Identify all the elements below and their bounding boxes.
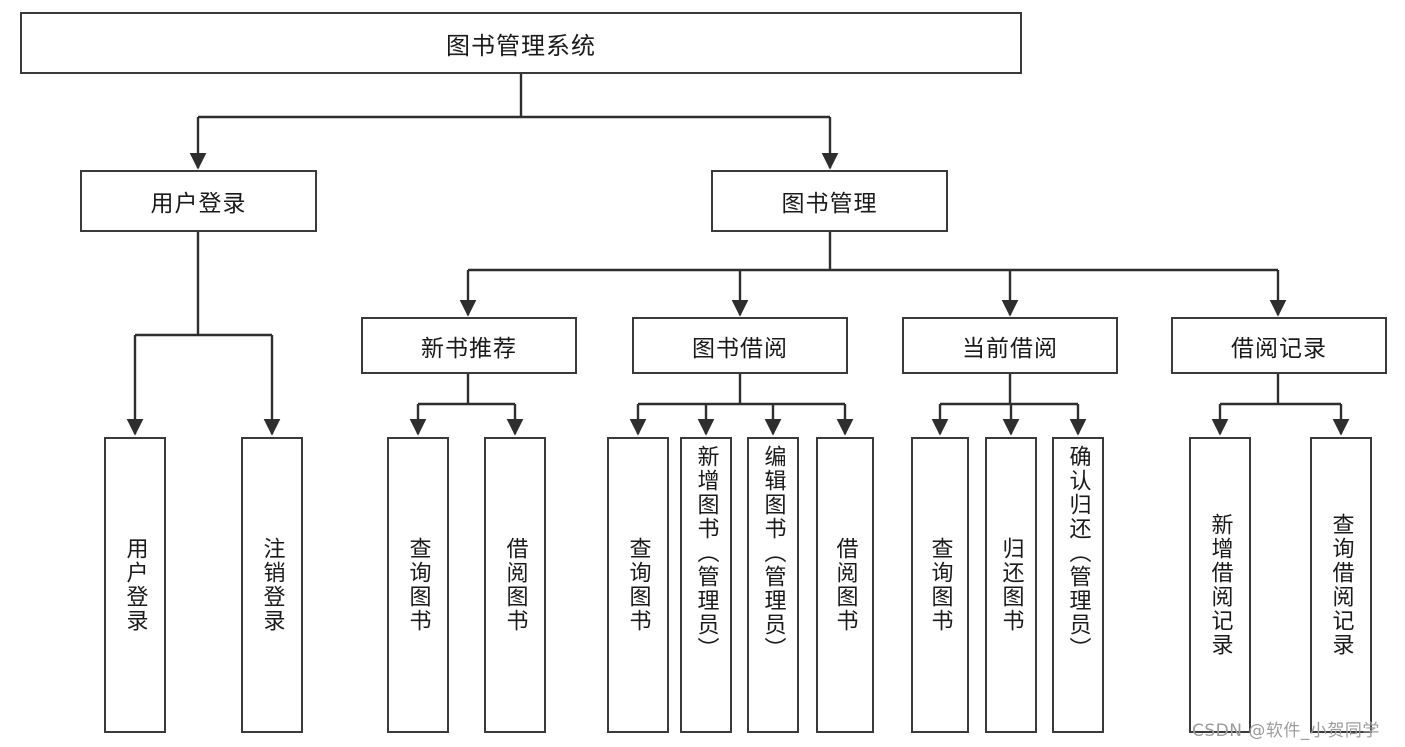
- node-book-management-label: 图书管理: [781, 191, 878, 217]
- leaf-confirm-return-admin[interactable]: 确认归还（管理员）: [1052, 437, 1104, 733]
- leaf-return-book-label: 归还图书: [998, 537, 1024, 633]
- node-new-book-recommend-label: 新书推荐: [421, 335, 517, 362]
- leaf-logout[interactable]: 注销登录: [241, 437, 303, 733]
- node-borrow-record-label: 借阅记录: [1231, 335, 1327, 362]
- node-book-borrow[interactable]: 图书借阅: [632, 317, 848, 374]
- leaf-edit-book-admin[interactable]: 编辑图书（管理员）: [747, 437, 799, 733]
- leaf-query-book-nbr[interactable]: 查询图书: [387, 437, 449, 733]
- node-root-label: 图书管理系统: [446, 31, 596, 60]
- leaf-return-book[interactable]: 归还图书: [985, 437, 1037, 733]
- leaf-query-book-cb-label: 查询图书: [927, 537, 953, 633]
- leaf-query-book-bb-label: 查询图书: [625, 537, 651, 633]
- leaf-query-book-cb[interactable]: 查询图书: [911, 437, 969, 733]
- leaf-query-book-bb[interactable]: 查询图书: [607, 437, 669, 733]
- node-new-book-recommend[interactable]: 新书推荐: [361, 317, 577, 374]
- leaf-edit-book-admin-label: 编辑图书（管理员）: [760, 445, 786, 661]
- leaf-query-borrow-record[interactable]: 查询借阅记录: [1310, 437, 1372, 733]
- leaf-query-borrow-record-label: 查询借阅记录: [1328, 513, 1354, 657]
- node-root[interactable]: 图书管理系统: [20, 12, 1022, 74]
- leaf-add-book-admin[interactable]: 新增图书（管理员）: [680, 437, 732, 733]
- node-user-login[interactable]: 用户登录: [80, 170, 317, 232]
- leaf-logout-label: 注销登录: [259, 537, 285, 633]
- node-book-management[interactable]: 图书管理: [711, 170, 948, 232]
- node-borrow-record[interactable]: 借阅记录: [1171, 317, 1387, 374]
- leaf-user-login-label: 用户登录: [122, 537, 148, 633]
- leaf-borrow-book-bb-label: 借阅图书: [832, 537, 858, 633]
- watermark: CSDN @软件_小贺同学: [1192, 721, 1380, 741]
- node-current-borrow-label: 当前借阅: [962, 335, 1058, 362]
- leaf-borrow-book-nbr[interactable]: 借阅图书: [484, 437, 546, 733]
- leaf-user-login[interactable]: 用户登录: [104, 437, 166, 733]
- node-current-borrow[interactable]: 当前借阅: [902, 317, 1118, 374]
- leaf-query-book-nbr-label: 查询图书: [405, 537, 431, 633]
- leaf-borrow-book-bb[interactable]: 借阅图书: [816, 437, 874, 733]
- leaf-add-book-admin-label: 新增图书（管理员）: [693, 445, 719, 661]
- leaf-borrow-book-nbr-label: 借阅图书: [502, 537, 528, 633]
- node-user-login-label: 用户登录: [150, 191, 247, 217]
- leaf-add-borrow-record-label: 新增借阅记录: [1207, 513, 1233, 657]
- node-book-borrow-label: 图书借阅: [692, 335, 788, 362]
- leaf-confirm-return-admin-label: 确认归还（管理员）: [1065, 445, 1091, 661]
- leaf-add-borrow-record[interactable]: 新增借阅记录: [1189, 437, 1251, 733]
